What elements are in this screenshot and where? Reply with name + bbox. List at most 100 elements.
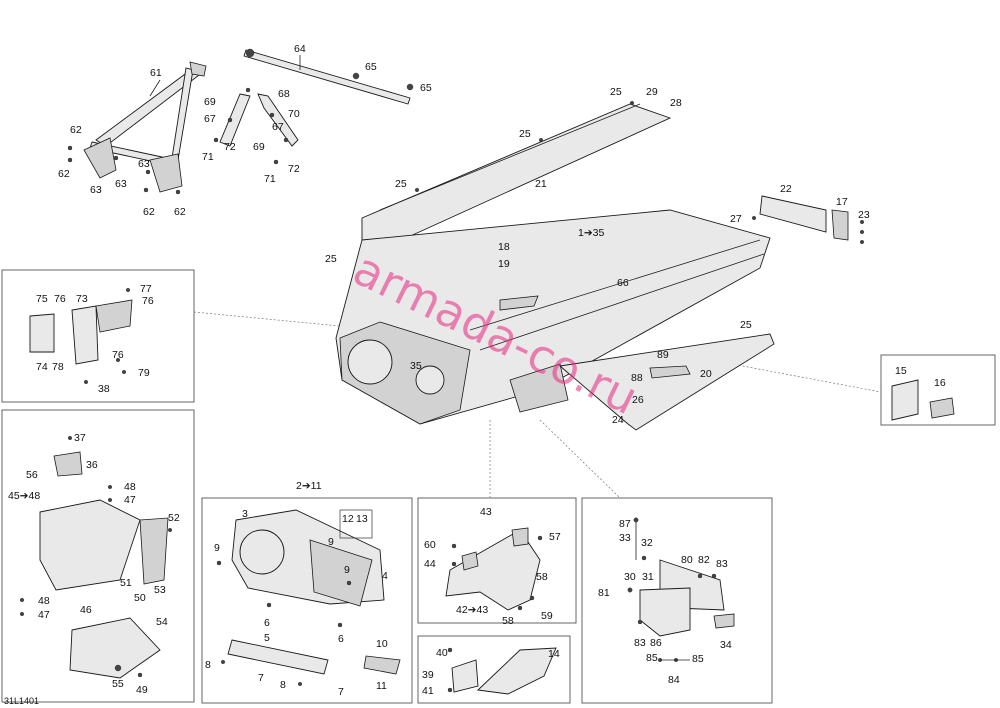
- callout-58: 58: [536, 571, 548, 583]
- callout-5: 5: [264, 632, 270, 644]
- callout-33: 33: [619, 532, 631, 544]
- callout-63: 63: [115, 178, 127, 190]
- callout-69: 69: [204, 96, 216, 108]
- callout-54: 54: [156, 616, 168, 628]
- callout-52: 52: [168, 512, 180, 524]
- callout-6: 6: [264, 617, 270, 629]
- callout-48: 48: [124, 481, 136, 493]
- callout-80: 80: [681, 554, 693, 566]
- callout-89: 89: [657, 349, 669, 361]
- running-board: [558, 333, 775, 431]
- callout-22: 22: [780, 183, 792, 195]
- callout-17: 17: [836, 196, 848, 208]
- callout-66: 66: [617, 277, 629, 289]
- callout-27: 27: [730, 213, 742, 225]
- callout-30: 30: [624, 571, 636, 583]
- callout-11: 11: [376, 680, 387, 692]
- callout-14: 14: [548, 648, 560, 660]
- callout-76: 76: [54, 293, 66, 305]
- callout-48: 48: [38, 595, 50, 607]
- callout-85: 85: [646, 652, 658, 664]
- callout-1-35: 1➔35: [578, 227, 604, 239]
- callout-50: 50: [134, 592, 146, 604]
- callout-12: 12: [342, 513, 354, 525]
- lower-cover-parts: [447, 647, 557, 695]
- rear-support-parts: [445, 527, 543, 611]
- callout-32: 32: [641, 537, 653, 549]
- callout-31: 31: [642, 571, 654, 583]
- callout-28: 28: [670, 97, 682, 109]
- side-brackets: [213, 87, 299, 165]
- callout-25: 25: [325, 253, 337, 265]
- callout-40: 40: [436, 647, 448, 659]
- hardware-group-frame: [339, 509, 373, 539]
- callout-86: 86: [650, 637, 662, 649]
- callout-4: 4: [382, 570, 388, 582]
- callout-25: 25: [610, 86, 622, 98]
- callout-7: 7: [338, 686, 344, 698]
- callout-76: 76: [112, 349, 124, 361]
- callout-37: 37: [74, 432, 86, 444]
- callout-56: 56: [26, 469, 38, 481]
- callout-8: 8: [205, 659, 211, 671]
- callout-88: 88: [631, 372, 643, 384]
- callout-9: 9: [344, 564, 350, 576]
- connector-line: [539, 419, 621, 499]
- callout-25: 25: [395, 178, 407, 190]
- callout-13: 13: [356, 513, 368, 525]
- callout-70: 70: [288, 108, 300, 120]
- callout-60: 60: [424, 539, 436, 551]
- bumper-bracket-parts: [29, 288, 133, 385]
- callout-59: 59: [541, 610, 553, 622]
- front-frame-parts: [216, 509, 401, 687]
- callout-10: 10: [376, 638, 388, 650]
- callout-6: 6: [338, 633, 344, 645]
- callout-21: 21: [535, 178, 547, 190]
- callout-61: 61: [150, 67, 162, 79]
- callout-34: 34: [720, 639, 732, 651]
- callout-20: 20: [700, 368, 712, 380]
- clip-parts: [891, 379, 955, 421]
- steering-support-parts: [20, 436, 172, 679]
- callout-62: 62: [70, 124, 82, 136]
- callout-65: 65: [420, 82, 432, 94]
- callout-73: 73: [76, 293, 88, 305]
- upper-brace-assembly: [67, 61, 207, 195]
- callout-19: 19: [498, 258, 510, 270]
- callout-53: 53: [154, 584, 166, 596]
- callout-3: 3: [242, 508, 248, 520]
- callout-63: 63: [138, 158, 150, 170]
- callout-36: 36: [86, 459, 98, 471]
- callout-81: 81: [598, 587, 610, 599]
- callout-58: 58: [502, 615, 514, 627]
- callout-24: 24: [612, 414, 624, 426]
- callout-38: 38: [98, 383, 110, 395]
- callout-65: 65: [365, 61, 377, 73]
- callout-39: 39: [422, 669, 434, 681]
- callout-64: 64: [294, 43, 306, 55]
- callout-71: 71: [264, 173, 276, 185]
- callout-62: 62: [143, 206, 155, 218]
- callout-49: 49: [136, 684, 148, 696]
- callout-71: 71: [202, 151, 214, 163]
- callout-87: 87: [619, 518, 631, 530]
- callout-72: 72: [224, 141, 236, 153]
- callout-46: 46: [80, 604, 92, 616]
- callout-51: 51: [120, 577, 132, 589]
- callout-29: 29: [646, 86, 658, 98]
- callout-74: 74: [36, 361, 48, 373]
- callout-69: 69: [253, 141, 265, 153]
- callout-43: 43: [480, 506, 492, 518]
- callout-79: 79: [138, 367, 150, 379]
- callout-15: 15: [895, 365, 907, 377]
- callout-2-11: 2➔11: [296, 480, 322, 492]
- callout-18: 18: [498, 241, 510, 253]
- callout-75: 75: [36, 293, 48, 305]
- callout-83: 83: [634, 637, 646, 649]
- callout-55: 55: [112, 678, 124, 690]
- callout-16: 16: [934, 377, 946, 389]
- callout-63: 63: [90, 184, 102, 196]
- main-chassis-frame: [335, 209, 771, 425]
